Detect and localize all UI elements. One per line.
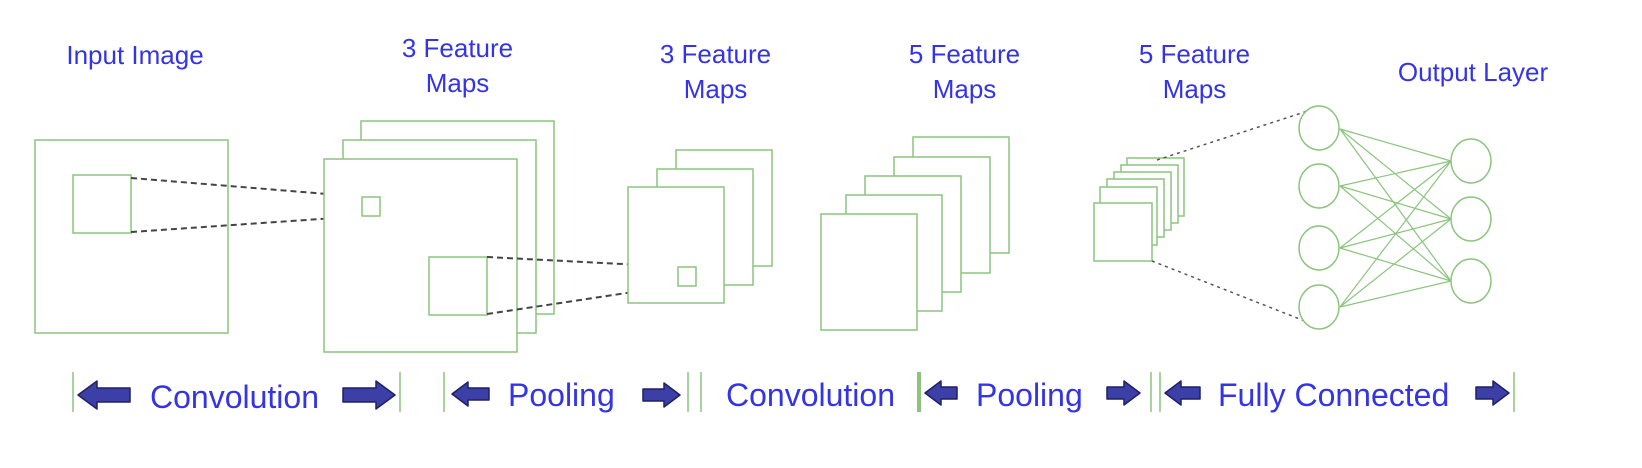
conv1-feature-maps <box>323 120 555 353</box>
right-arrow-icon <box>1106 380 1141 406</box>
left-arrow-icon <box>451 381 490 407</box>
right-arrow-icon <box>642 382 681 408</box>
output-neuron-1 <box>1450 138 1492 184</box>
stage-fully-connected: Fully Connected <box>1218 377 1450 413</box>
right-arrow-icon <box>342 380 396 410</box>
left-arrow-icon <box>1164 380 1201 406</box>
input-image <box>34 139 229 334</box>
pool2-map-0 <box>1093 202 1153 262</box>
output-layer-label: Output Layer <box>1397 57 1549 87</box>
input-receptive-field <box>72 174 132 234</box>
right-arrow-icon <box>1475 380 1510 406</box>
output-neuron-2 <box>1450 196 1492 242</box>
conv1-map-1 <box>323 158 518 353</box>
stage-convolution-1: Convolution <box>150 379 319 415</box>
stage-pooling-1: Pooling <box>508 377 615 413</box>
fc-hidden-neurons <box>1298 105 1340 330</box>
left-arrow-icon <box>77 380 131 410</box>
stage-pooling-2: Pooling <box>976 377 1083 413</box>
pool2-feature-maps <box>1093 157 1185 262</box>
output-neurons <box>1450 138 1492 304</box>
pool1-kernel-square <box>677 266 697 287</box>
conv2-map-1 <box>820 213 918 331</box>
fc-connections <box>1339 128 1452 308</box>
pool2-to-fc-projection <box>1151 106 1321 328</box>
stage-separators <box>72 372 1515 412</box>
input-image-label: Input Image <box>66 40 204 70</box>
stage-convolution-2: Convolution <box>726 377 895 413</box>
pool1-map-1 <box>627 186 725 304</box>
hidden-neuron-3 <box>1298 225 1340 271</box>
left-arrow-icon <box>924 380 958 406</box>
output-neuron-3 <box>1450 258 1492 304</box>
pool1-feature-maps <box>627 149 773 304</box>
conv2-maps-label: 5 Feature Maps <box>908 39 1021 104</box>
conv1-kernel-square <box>361 196 381 217</box>
pool2-maps-label: 5 Feature Maps <box>1138 39 1251 104</box>
pool1-maps-label: 3 Feature Maps <box>659 39 772 104</box>
hidden-neuron-4 <box>1298 284 1340 330</box>
stage-arrows <box>77 380 1510 410</box>
hidden-neuron-2 <box>1298 163 1340 209</box>
conv1-receptive-field <box>428 256 488 316</box>
hidden-neuron-1 <box>1298 105 1340 151</box>
input-image-frame <box>34 139 229 334</box>
conv2-feature-maps <box>820 136 1010 331</box>
conv1-maps-label: 3 Feature Maps <box>401 33 514 98</box>
